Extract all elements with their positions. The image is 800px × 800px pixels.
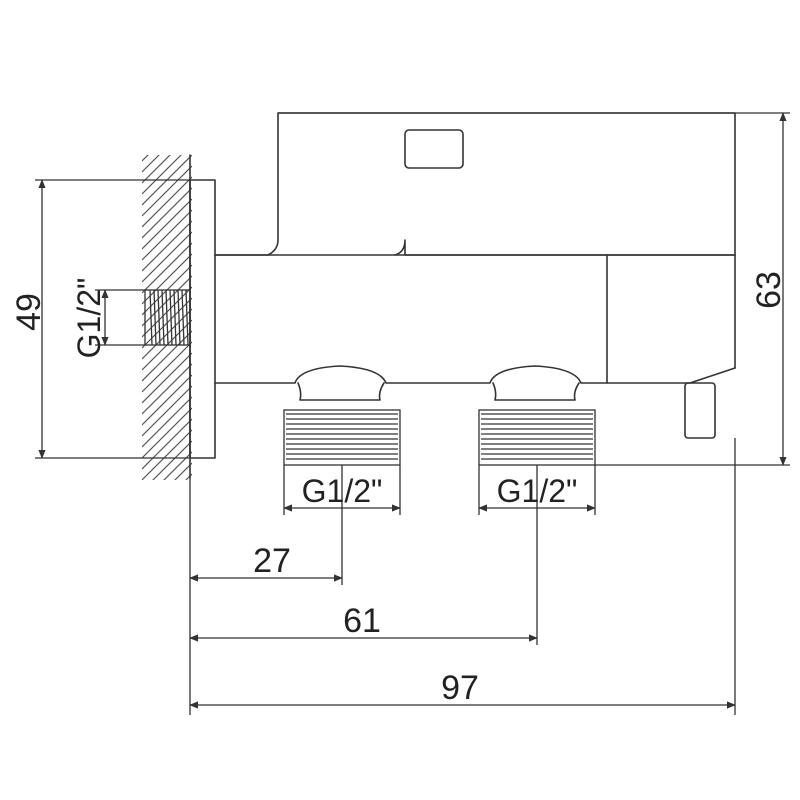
outlet-1 xyxy=(283,382,401,466)
dim-total-length: 97 xyxy=(441,669,479,707)
wall-flange xyxy=(189,179,216,459)
wall-hatching xyxy=(142,155,192,480)
dim-first-outlet: 27 xyxy=(253,542,291,580)
dim-second-outlet: 61 xyxy=(343,602,381,640)
dim-outlet-thread-2: G1/2" xyxy=(497,473,578,509)
body-bottom-edge xyxy=(214,365,736,384)
handle-top xyxy=(404,129,464,169)
extension-lines xyxy=(35,112,790,715)
outlet-2 xyxy=(478,382,596,466)
handle-bottom xyxy=(684,382,716,439)
dimension-lines xyxy=(38,112,787,709)
dim-right-height: 63 xyxy=(750,271,788,309)
wall-thread xyxy=(144,289,191,346)
dim-outlet-thread-1: G1/2" xyxy=(302,473,383,509)
dim-wall-thread: G1/2" xyxy=(71,278,107,359)
valve-body xyxy=(214,112,736,256)
dim-left-height: 49 xyxy=(10,293,48,331)
